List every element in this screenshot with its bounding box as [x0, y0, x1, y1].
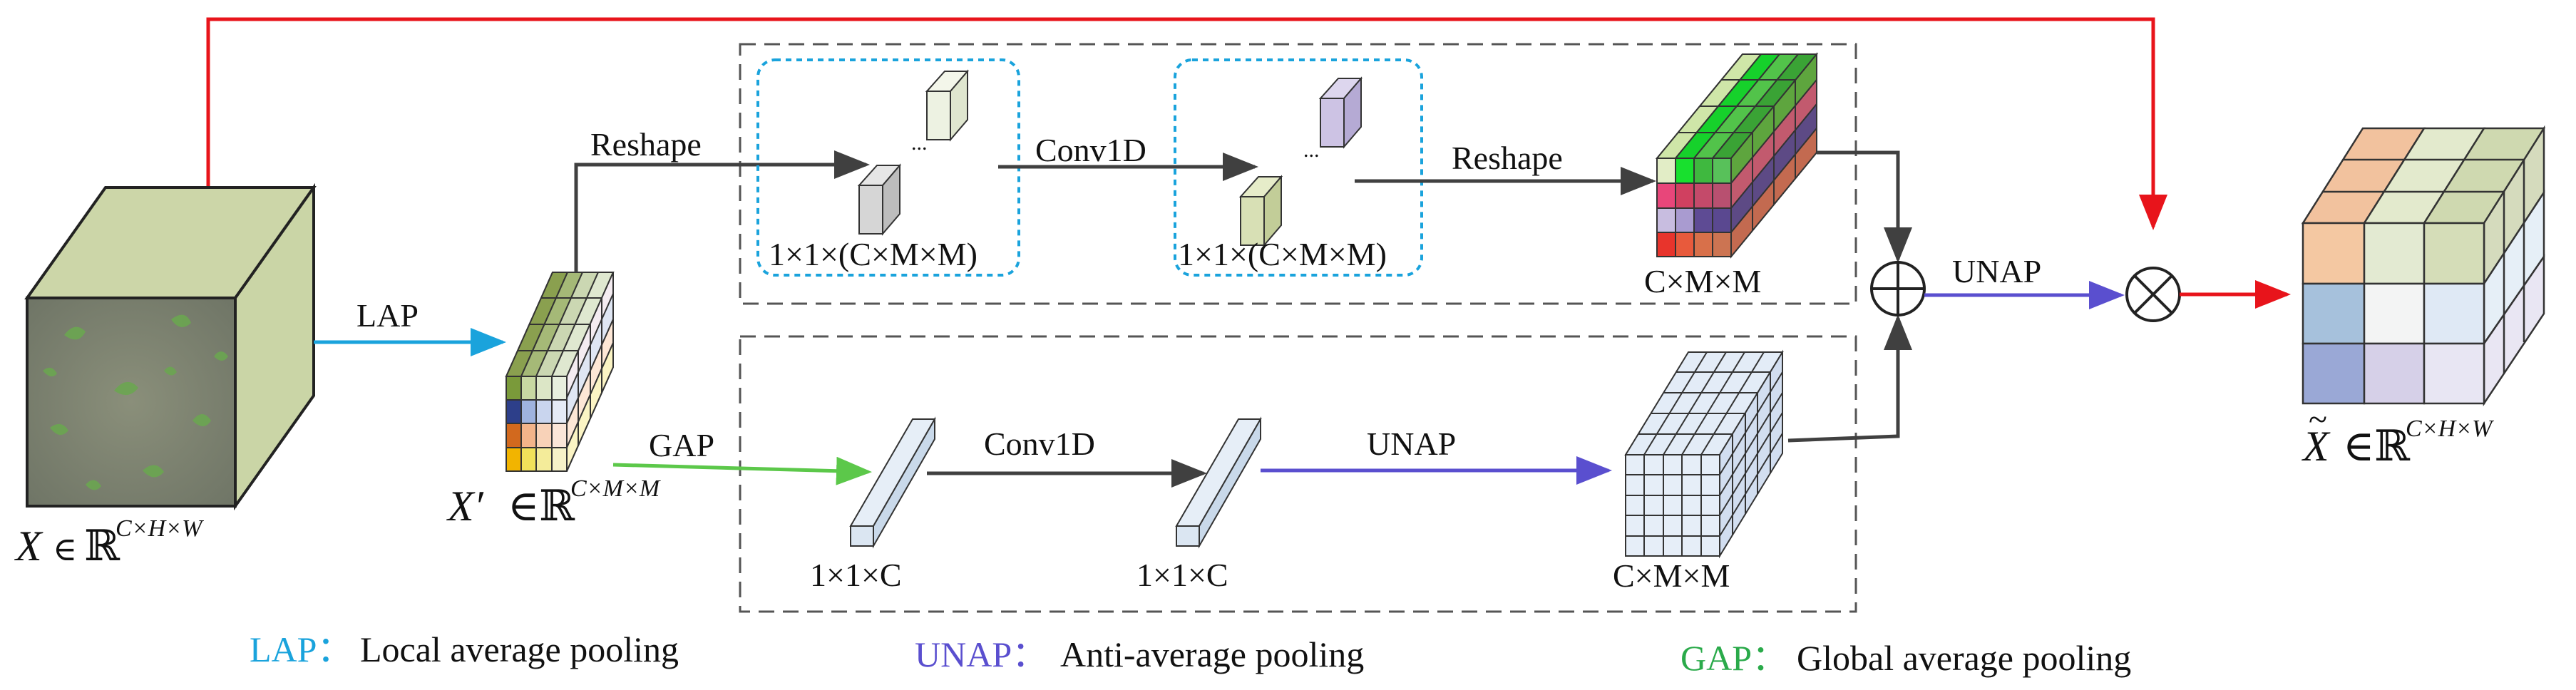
- legend-unap-desc: Anti-average pooling: [1060, 634, 1364, 674]
- vector-size-label-1: 1×1×(C×M×M): [769, 236, 977, 272]
- gap-arrow: [612, 456, 872, 485]
- lap-label: LAP: [356, 297, 419, 334]
- svg-text:ℝ: ℝ: [84, 522, 120, 570]
- legend-gap-abbr: GAP：: [1680, 638, 1787, 678]
- svg-text:ℝ: ℝ: [539, 483, 575, 530]
- svg-text:~: ~: [2309, 401, 2327, 438]
- lower-output-cube: [1624, 349, 1784, 559]
- elementwise-product-node: [2125, 267, 2181, 322]
- output-label: X ~ ∈ ℝ C×H×W: [2302, 401, 2494, 470]
- elementwise-sum-node: [1870, 261, 1926, 316]
- input-label: X ∈ ℝ C×H×W: [14, 515, 204, 570]
- gap-vector-block-1: [849, 416, 936, 549]
- ellipsis-2: ...: [1303, 138, 1320, 162]
- identity-skip-connection: [206, 17, 2167, 230]
- vector-block-light-green: [925, 69, 970, 142]
- legend-lap-desc: Local average pooling: [360, 629, 679, 669]
- svg-text:X′: X′: [446, 483, 484, 530]
- reshape-label-2: Reshape: [1452, 140, 1563, 176]
- unap-label-lower: UNAP: [1367, 426, 1456, 462]
- svg-text:∈: ∈: [508, 483, 539, 530]
- conv1d-label-upper: Conv1D: [1035, 132, 1146, 168]
- reshape-arrow-1: [574, 150, 870, 272]
- svg-text:X: X: [2302, 423, 2331, 470]
- lap-output-cube: [505, 272, 615, 472]
- upper-branch-box: [739, 43, 1857, 305]
- vector-block-gray: [857, 163, 902, 236]
- gap-vector-size-label-1: 1×1×C: [810, 557, 902, 593]
- lap-output-label: X′ ∈ ℝ C×M×M: [446, 475, 661, 530]
- crop-plant-texture: [43, 314, 228, 490]
- svg-text:C×M×M: C×M×M: [570, 475, 661, 502]
- legend-lap-abbr: LAP：: [250, 629, 352, 669]
- legend-unap-abbr: UNAP：: [915, 634, 1047, 674]
- vector-size-label-2: 1×1×(C×M×M): [1178, 236, 1387, 272]
- legend-gap-desc: Global average pooling: [1797, 638, 2131, 678]
- conv1d-label-lower: Conv1D: [984, 426, 1095, 462]
- lower-to-sum-arrow: [1787, 314, 1912, 443]
- svg-text:X: X: [14, 522, 43, 570]
- input-feature-cube: [24, 182, 317, 511]
- gap-vector-block-2: [1175, 416, 1262, 549]
- vector-block-lavender: [1318, 76, 1363, 149]
- upper-output-cube: [1655, 52, 1819, 259]
- gap-label: GAP: [649, 427, 714, 463]
- svg-text:∈: ∈: [2343, 423, 2374, 470]
- svg-text:C×H×W: C×H×W: [2406, 416, 2494, 442]
- upper-output-size-label: C×M×M: [1644, 263, 1761, 299]
- svg-text:∈: ∈: [53, 531, 77, 567]
- output-feature-cube: [2301, 125, 2546, 407]
- lower-output-size-label: C×M×M: [1613, 557, 1730, 594]
- svg-text:ℝ: ℝ: [2374, 423, 2411, 470]
- vector-block-olive: [1238, 175, 1283, 247]
- gap-vector-size-label-2: 1×1×C: [1136, 557, 1228, 593]
- svg-text:C×H×W: C×H×W: [116, 515, 204, 542]
- ellipsis-1: ...: [911, 131, 928, 155]
- reshape-label-1: Reshape: [590, 126, 702, 163]
- upper-to-sum-arrow: [1817, 150, 1912, 263]
- lower-branch-box: [739, 335, 1857, 613]
- unap-label-right: UNAP: [1952, 253, 2041, 289]
- legend: LAP： Local average pooling UNAP： Anti-av…: [250, 629, 2131, 678]
